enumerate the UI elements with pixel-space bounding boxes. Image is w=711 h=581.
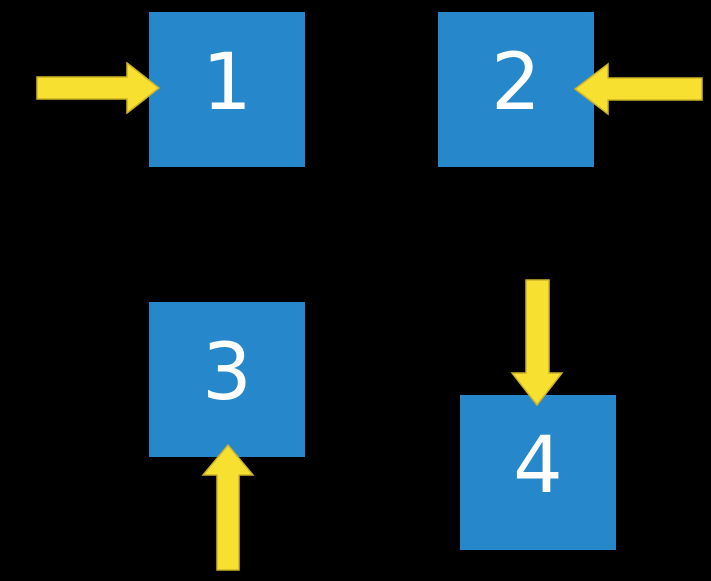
left-arrow-into-square-2-icon [573, 62, 703, 116]
up-arrow-into-square-3-icon [201, 443, 255, 571]
right-arrow-into-square-1-icon [36, 61, 161, 115]
square-2-label: 2 [491, 38, 541, 128]
square-2: 2 [438, 12, 594, 167]
square-1: 1 [149, 12, 305, 167]
square-3-label: 3 [202, 328, 252, 418]
down-arrow-into-square-4-icon [510, 279, 564, 407]
square-1-label: 1 [202, 38, 252, 128]
square-4: 4 [460, 395, 616, 550]
square-3: 3 [149, 302, 305, 457]
square-4-label: 4 [513, 421, 563, 511]
